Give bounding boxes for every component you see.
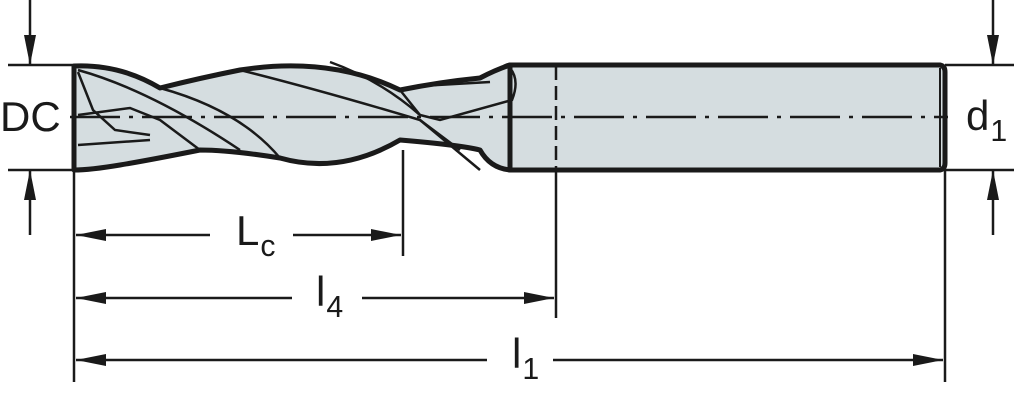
flute-helix-lines xyxy=(76,60,517,171)
l1-label-sub: 1 xyxy=(522,352,540,386)
extension-lines xyxy=(72,150,947,382)
lc-label: Lc xyxy=(236,207,275,262)
d1-label-sub: 1 xyxy=(990,114,1008,148)
l4-label-sub: 4 xyxy=(326,290,344,324)
tool-body xyxy=(71,60,948,173)
d1-dimension xyxy=(945,0,1014,235)
dc-label-main: DC xyxy=(0,93,61,140)
l1-label: l1 xyxy=(512,330,539,385)
length-dimension-lines xyxy=(76,229,943,366)
dc-dimension xyxy=(8,0,74,235)
l4-label: l4 xyxy=(316,268,343,323)
d1-label: d1 xyxy=(966,92,1007,147)
lc-label-sub: c xyxy=(260,229,276,263)
lc-label-main: L xyxy=(236,207,260,254)
l1-label-main: l xyxy=(512,330,522,377)
d1-label-main: d xyxy=(966,92,990,139)
l4-label-main: l xyxy=(316,268,326,315)
dc-label: DC xyxy=(0,96,61,138)
